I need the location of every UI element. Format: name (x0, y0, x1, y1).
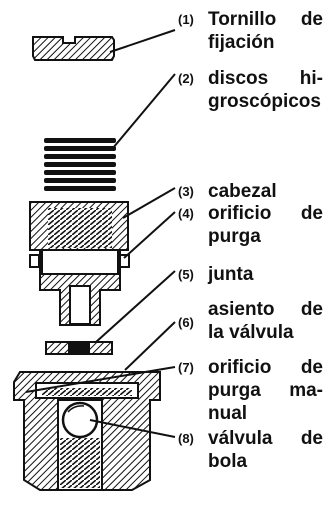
label-6-number: (6) (178, 315, 194, 330)
label-7-line-2: purga ma- (208, 380, 323, 401)
label-4-number: (4) (178, 206, 194, 221)
label-8-line-2: bola (208, 451, 248, 472)
label-7-line-3: nual (208, 403, 248, 424)
label-2-line-2: groscópicos (208, 91, 321, 112)
label-6-line-1: asiento de (208, 299, 323, 320)
label-1-line-2: fijación (208, 32, 275, 53)
label-3-line-1: cabezal (208, 181, 277, 202)
label-2-number: (2) (178, 71, 194, 86)
label-7-number: (7) (178, 360, 194, 375)
label-1-line-1: Tornillo de (208, 9, 323, 30)
label-5-number: (5) (178, 267, 194, 282)
cap-body (29, 201, 130, 326)
label-6-line-2: la válvula (208, 322, 294, 343)
label-7-line-1: orificio de (208, 357, 323, 378)
gasket (45, 341, 113, 355)
label-4-line-1: orificio de (208, 203, 323, 224)
label-8-line-1: válvula de (208, 428, 323, 449)
label-1-number: (1) (178, 12, 194, 27)
leader-lines (25, 29, 176, 438)
label-4-line-2: purga (208, 226, 261, 247)
label-3-number: (3) (178, 184, 194, 199)
label-5-line-1: junta (208, 264, 254, 285)
hygroscopic-discs (44, 138, 116, 191)
label-8-number: (8) (178, 431, 194, 446)
label-2-line-1: discos hi- (208, 68, 323, 89)
fixing-screw (32, 36, 115, 61)
